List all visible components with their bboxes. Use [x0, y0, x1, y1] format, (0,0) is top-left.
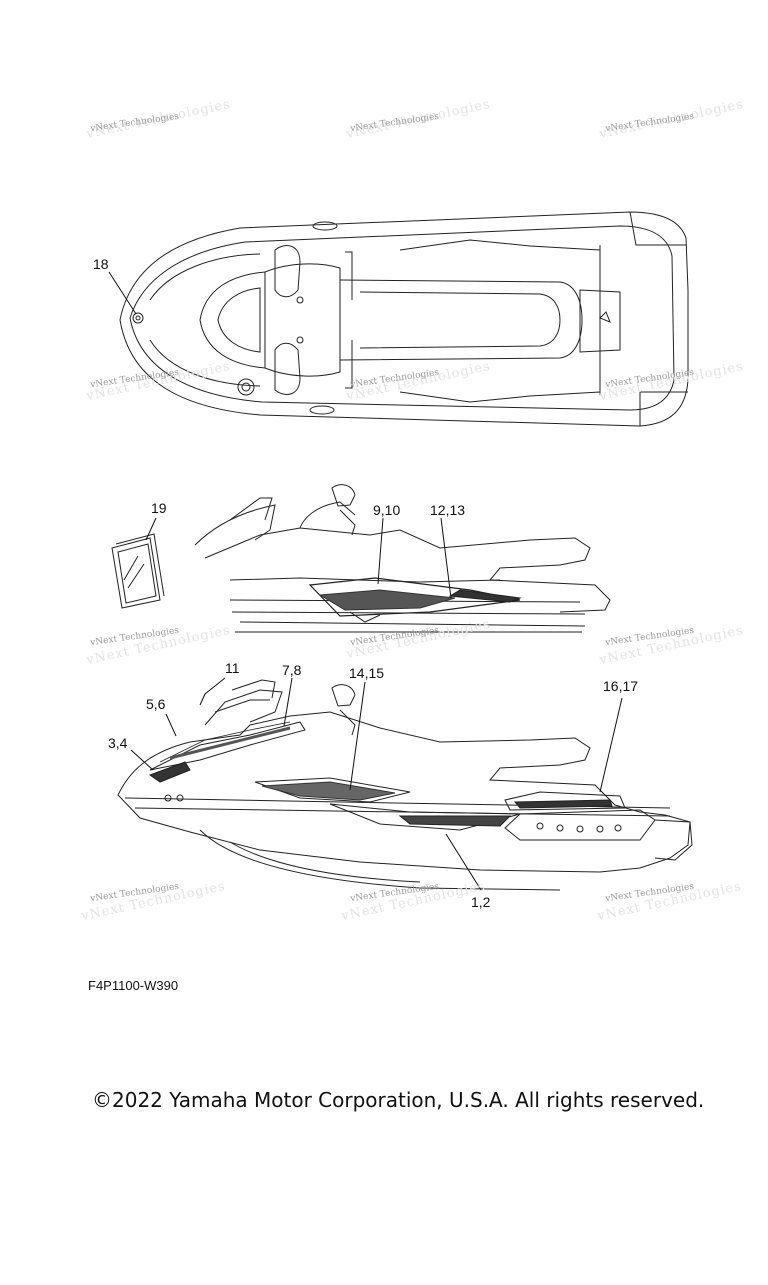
- callout-11: 11: [225, 660, 240, 676]
- callout-12-13: 12,13: [430, 502, 466, 518]
- callout-5-6: 5,6: [146, 696, 166, 712]
- side-view-detail: [194, 484, 611, 633]
- callout-3-4: 3,4: [108, 735, 128, 751]
- callout-18: 18: [93, 256, 109, 272]
- callout-19: 19: [151, 500, 167, 516]
- part-19-decal: [111, 533, 165, 609]
- callout-7-8: 7,8: [282, 662, 302, 678]
- callout-1-2: 1,2: [471, 894, 491, 910]
- side-view-full: [117, 679, 693, 891]
- top-view-hull: [119, 211, 689, 427]
- callout-16-17: 16,17: [603, 678, 639, 694]
- callout-14-15: 14,15: [349, 665, 385, 681]
- diagram-code: F4P1100-W390: [88, 978, 179, 993]
- copyright-notice: ©2022 Yamaha Motor Corporation, U.S.A. A…: [92, 1088, 705, 1112]
- callout-9-10: 9,10: [373, 502, 401, 518]
